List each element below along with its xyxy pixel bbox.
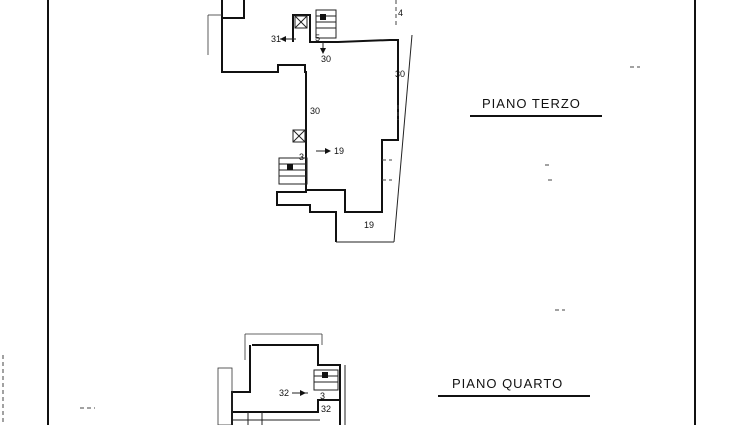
quarto-label-32-left: 32: [279, 388, 289, 398]
terzo-label-3: 3: [299, 152, 304, 162]
terzo-label-19-bottom: 19: [364, 220, 374, 230]
terzo-stair-marker-lower: [287, 164, 293, 170]
terzo-elevator-lower: [292, 129, 306, 143]
terzo-stair-marker-upper: [320, 14, 326, 20]
terzo-title: PIANO TERZO: [482, 96, 581, 111]
plan-piano-terzo: 31 5 30 30 30 3 19 19 4 PIANO TERZO: [207, 0, 602, 243]
quarto-dim-frame: [244, 333, 323, 360]
terzo-label-30-mid: 30: [310, 106, 320, 116]
quarto-dim-left: [217, 367, 233, 425]
terzo-label-30-top: 30: [321, 54, 331, 64]
terzo-elevator-upper: [294, 15, 308, 29]
terzo-label-19-mid: 19: [334, 146, 344, 156]
terzo-label-31: 31: [271, 34, 281, 44]
quarto-stair-marker: [322, 372, 328, 378]
quarto-label-3: 3: [320, 391, 325, 401]
terzo-stair-lower: [278, 157, 308, 185]
terzo-lower-wing: [276, 190, 337, 242]
terzo-stair-upper: [315, 9, 337, 39]
terzo-label-4: 4: [398, 8, 403, 18]
terzo-label-5: 5: [315, 33, 320, 43]
quarto-label-32-bottom: 32: [321, 404, 331, 414]
plan-piano-quarto: 32 3 32 PIANO QUARTO: [217, 333, 590, 425]
quarto-title: PIANO QUARTO: [452, 376, 563, 391]
quarto-stair: [313, 369, 339, 391]
terzo-label-30-right: 30: [395, 69, 405, 79]
terzo-diagonal-facade: [393, 34, 413, 243]
